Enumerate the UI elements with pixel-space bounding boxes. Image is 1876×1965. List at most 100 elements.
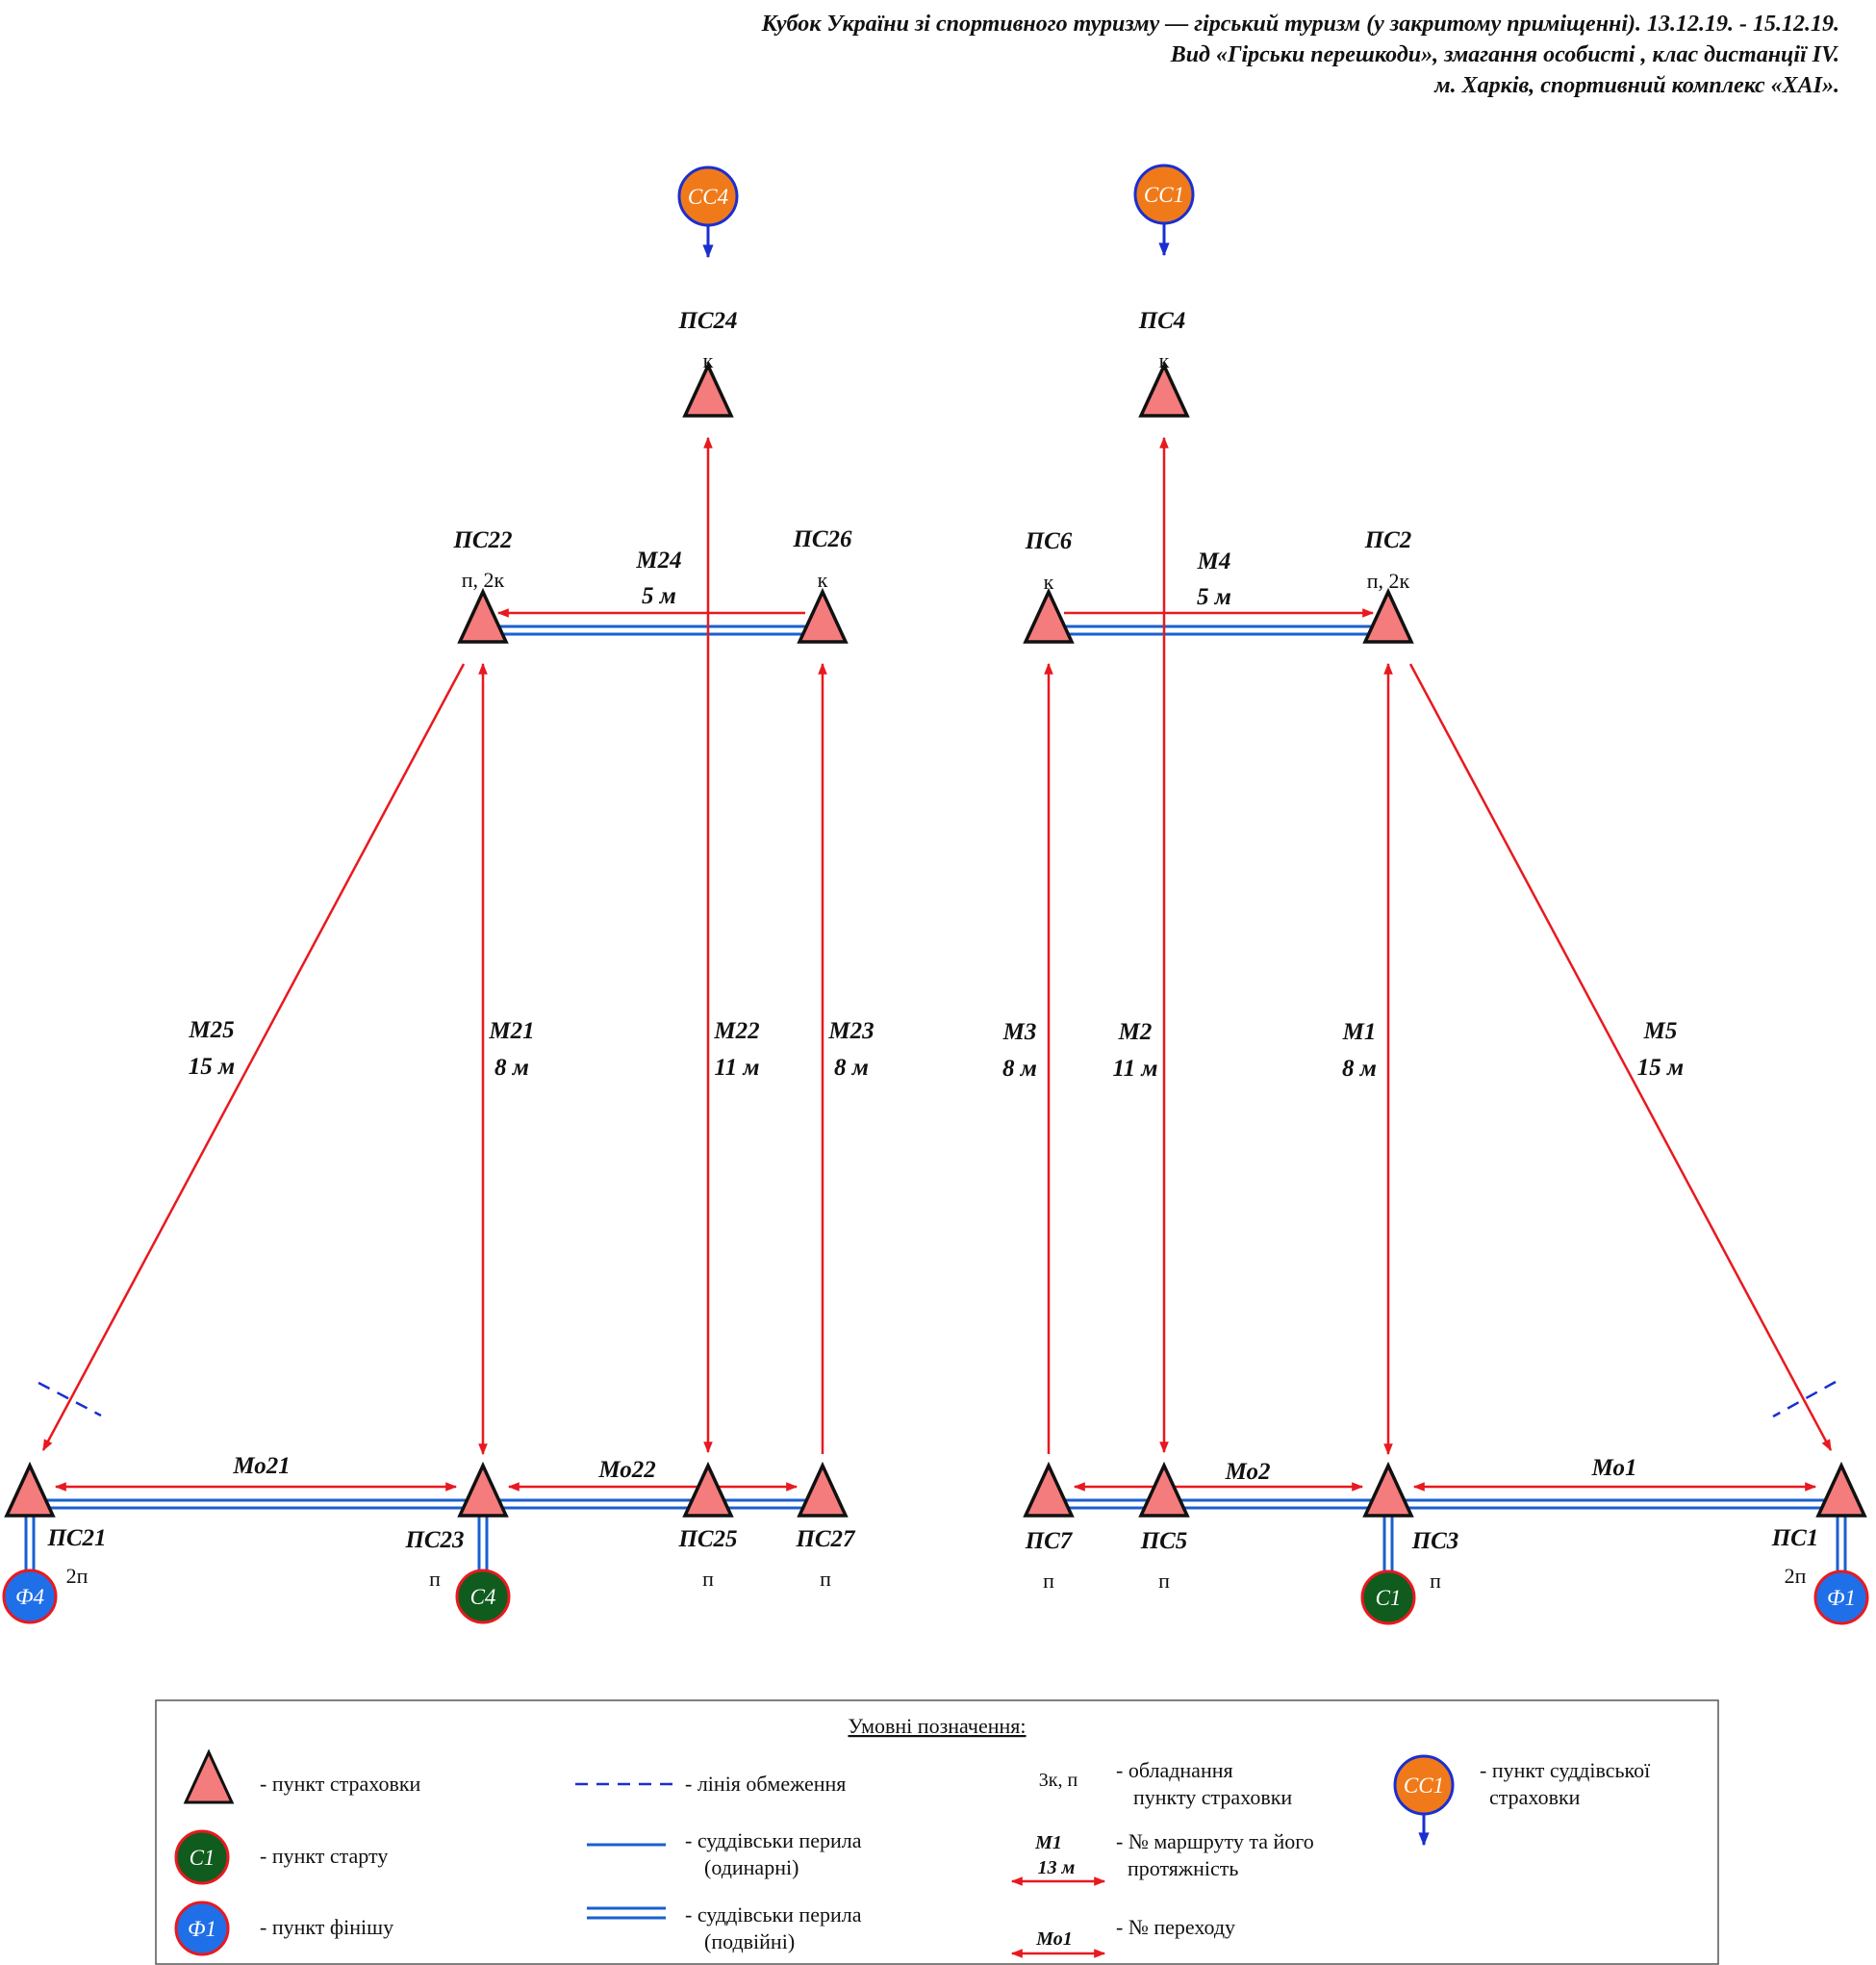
route-length-m2: 11 м (1113, 1056, 1158, 1082)
legend-equipment-label: - обладнання (1116, 1758, 1233, 1782)
legend-start-sample: С1 (190, 1846, 215, 1870)
start-point-label-c4: С4 (470, 1585, 496, 1609)
belay-point-ps3-icon (1362, 1461, 1414, 1518)
legend-start-circle-icon (174, 1829, 230, 1885)
point-label-ps2: ПС2 (1364, 527, 1412, 553)
route-name-m21: М21 (488, 1018, 534, 1044)
point-equipment-ps25: п (702, 1567, 714, 1591)
belay-point-ps1-icon (1815, 1461, 1867, 1518)
belay-point-ps22-icon (457, 587, 509, 644)
point-label-ps24: ПС24 (677, 308, 737, 334)
header-subtitle-line: Вид «Гірськи перешкоди», змагання особис… (1170, 42, 1839, 67)
route-length-m1: 8 м (1342, 1056, 1377, 1082)
point-label-ps7: ПС7 (1025, 1528, 1074, 1554)
legend-finish-sample: Ф1 (188, 1917, 216, 1941)
legend-single-rail-sub: (одинарні) (704, 1855, 799, 1879)
judge-point-cc1-icon (1133, 164, 1195, 225)
crossing-name-mo1: Мо1 (1591, 1455, 1637, 1481)
crossing-name-mo21: Мо21 (232, 1453, 290, 1479)
belay-point-ps23-icon (457, 1461, 509, 1518)
point-equipment-ps26: к (818, 568, 828, 592)
point-label-ps4: ПС4 (1138, 308, 1186, 334)
route-name-m22: М22 (713, 1018, 759, 1044)
belay-point-ps21-icon (4, 1461, 56, 1518)
belay-point-ps24-icon (682, 361, 734, 418)
legend-equipment-sample: 3к, п (1039, 1770, 1078, 1791)
points-layer (2, 164, 1869, 1625)
route-name-m5: М5 (1643, 1018, 1678, 1044)
route-length-m21: 8 м (494, 1055, 529, 1081)
point-equipment-ps2: п, 2к (1367, 569, 1410, 593)
judge-point-label-cc1: СС1 (1144, 183, 1184, 207)
point-label-ps23: ПС23 (404, 1527, 464, 1553)
legend-start-label: - пункт старту (260, 1844, 388, 1868)
route-name-m2: М2 (1118, 1019, 1153, 1045)
finish-point-label-f1: Ф1 (1827, 1586, 1856, 1610)
route-length-m4: 5 м (1197, 584, 1231, 610)
judge-point-cc4-icon (677, 166, 739, 227)
route-length-m25: 15 м (189, 1054, 235, 1080)
legend-double-rail-sub: (подвійні) (704, 1929, 795, 1953)
finish-point-f1-icon (1813, 1569, 1869, 1625)
route-name-m3: М3 (1002, 1019, 1037, 1045)
route-length-m5: 15 м (1637, 1055, 1684, 1081)
route-name-m25: М25 (188, 1017, 234, 1043)
start-point-c1-icon (1360, 1569, 1416, 1625)
restriction-line-right (1772, 1380, 1837, 1418)
point-equipment-ps24: к (703, 348, 714, 372)
legend-finish-label: - пункт фінішу (260, 1915, 393, 1939)
route-length-m3: 8 м (1002, 1056, 1037, 1082)
legend-restriction-label: - лінія обмеження (685, 1772, 846, 1796)
header-title-line: Кубок України зі спортивного туризму — г… (761, 12, 1839, 37)
start-point-label-c1: С1 (1376, 1586, 1402, 1610)
route-length-m22: 11 м (715, 1055, 760, 1081)
legend-belay-label: - пункт страховки (260, 1772, 421, 1796)
point-label-ps25: ПС25 (677, 1526, 737, 1552)
point-label-ps5: ПС5 (1140, 1528, 1188, 1554)
point-label-ps22: ПС22 (452, 527, 512, 553)
crossing-name-mo2: Мо2 (1225, 1459, 1271, 1485)
judge-point-label-cc4: СС4 (688, 185, 728, 209)
legend-single-rail-label: - суддівськи перила (685, 1828, 862, 1852)
legend-double-rail-label: - суддівськи перила (685, 1902, 862, 1927)
point-equipment-ps7: п (1043, 1569, 1054, 1593)
crossing-name-mo22: Мо22 (597, 1457, 655, 1483)
point-label-ps1: ПС1 (1771, 1525, 1819, 1551)
point-label-ps3: ПС3 (1411, 1528, 1459, 1554)
legend-belay-triangle-icon (183, 1748, 235, 1804)
point-equipment-ps23: п (429, 1567, 441, 1591)
belay-point-ps25-icon (682, 1461, 734, 1518)
belay-point-ps2-icon (1362, 587, 1414, 644)
point-equipment-ps4: к (1159, 348, 1170, 372)
finish-point-f4-icon (2, 1569, 58, 1624)
belay-point-ps4-icon (1138, 361, 1190, 418)
routes-layer (41, 436, 1833, 1492)
legend-judge-sample: СС1 (1404, 1774, 1444, 1798)
legend-crossing-sample: Мо1 (1035, 1928, 1073, 1950)
legend-equipment-sub: пункту страховки (1133, 1785, 1292, 1809)
legend-crossing-label: - № переходу (1116, 1915, 1235, 1939)
route-name-m23: М23 (827, 1018, 874, 1044)
belay-point-ps7-icon (1023, 1461, 1075, 1518)
legend: Умовні позначення: - пункт страховки С1 … (155, 1699, 1719, 1965)
legend-judge-sub: страховки (1489, 1785, 1581, 1809)
route-arrow-m5 (1408, 663, 1833, 1452)
legend-route-sample-length: 13 м (1038, 1857, 1076, 1878)
point-equipment-ps27: п (820, 1567, 831, 1591)
belay-point-ps5-icon (1138, 1461, 1190, 1518)
legend-frame (155, 1699, 1719, 1965)
legend-route-sample-name: М1 (1034, 1832, 1062, 1853)
finish-point-label-f4: Ф4 (15, 1585, 44, 1609)
belay-point-ps6-icon (1023, 587, 1075, 644)
route-arrow-m25 (41, 663, 466, 1452)
point-equipment-ps5: п (1158, 1569, 1170, 1593)
point-label-ps6: ПС6 (1025, 528, 1073, 554)
judge-rails-layer (24, 625, 1847, 1578)
legend-finish-circle-icon (174, 1901, 230, 1956)
belay-point-ps26-icon (797, 587, 849, 644)
point-equipment-ps22: п, 2к (462, 568, 505, 592)
legend-judge-label: - пункт суддівської (1480, 1758, 1651, 1782)
point-label-ps27: ПС27 (795, 1526, 856, 1552)
